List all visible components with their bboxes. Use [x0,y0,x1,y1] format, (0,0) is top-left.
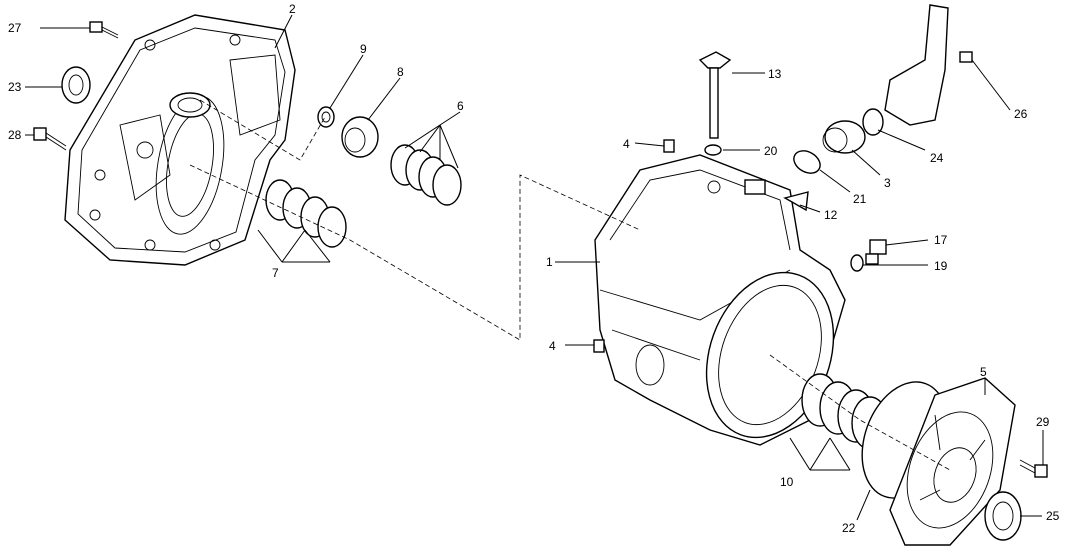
part-13-lever [698,51,732,139]
part-4-dowel-pin-lower [593,339,605,353]
part-28-bolt [33,127,67,151]
part-20-o-ring [704,144,722,156]
callout-8: 8 [397,65,404,79]
part-19-washer [850,254,864,272]
callout-7: 7 [272,266,279,280]
callout-27: 27 [8,21,22,35]
callout-13: 13 [768,67,782,81]
callout-20: 20 [764,144,778,158]
part-6-rings [390,144,462,206]
part-7-rings [265,179,347,248]
part-23-oil-seal [61,66,91,104]
callout-22: 22 [842,521,856,535]
callout-4-upper: 4 [623,137,630,151]
part-3-bearing-housing [822,120,866,154]
callout-5: 5 [980,365,987,379]
callout-10: 10 [780,475,794,489]
callout-25: 25 [1046,509,1060,523]
callout-labels: 2 27 23 28 9 8 6 7 1 4 4 13 20 21 12 3 2… [8,2,1060,535]
callout-26: 26 [1014,107,1028,121]
part-2-adapter-plate [64,14,296,266]
callout-21: 21 [853,192,867,206]
callout-4-lower: 4 [549,339,556,353]
callout-9: 9 [360,42,367,56]
alignment-lines [189,99,951,471]
callout-28: 28 [8,128,22,142]
callout-3: 3 [884,176,891,190]
part-26-bracket [884,4,973,126]
part-21-ring [793,150,821,174]
callout-6: 6 [457,99,464,113]
callout-23: 23 [8,80,22,94]
callout-17: 17 [934,233,948,247]
callout-2: 2 [289,2,296,16]
part-25-seal [984,491,1022,541]
callout-12: 12 [824,208,838,222]
part-5-cover [889,377,1016,546]
part-8-bearing [341,116,379,158]
part-4-dowel-pin-upper [663,139,675,153]
part-9-nut [317,106,335,128]
callout-24: 24 [930,151,944,165]
part-17-plug [865,239,887,265]
leader-lines [25,14,1044,521]
part-29-bolt [1019,459,1048,478]
part-24-seal [862,108,884,136]
callout-1: 1 [546,255,553,269]
part-27-bolt [89,21,119,39]
callout-19: 19 [934,259,948,273]
callout-29: 29 [1036,415,1050,429]
